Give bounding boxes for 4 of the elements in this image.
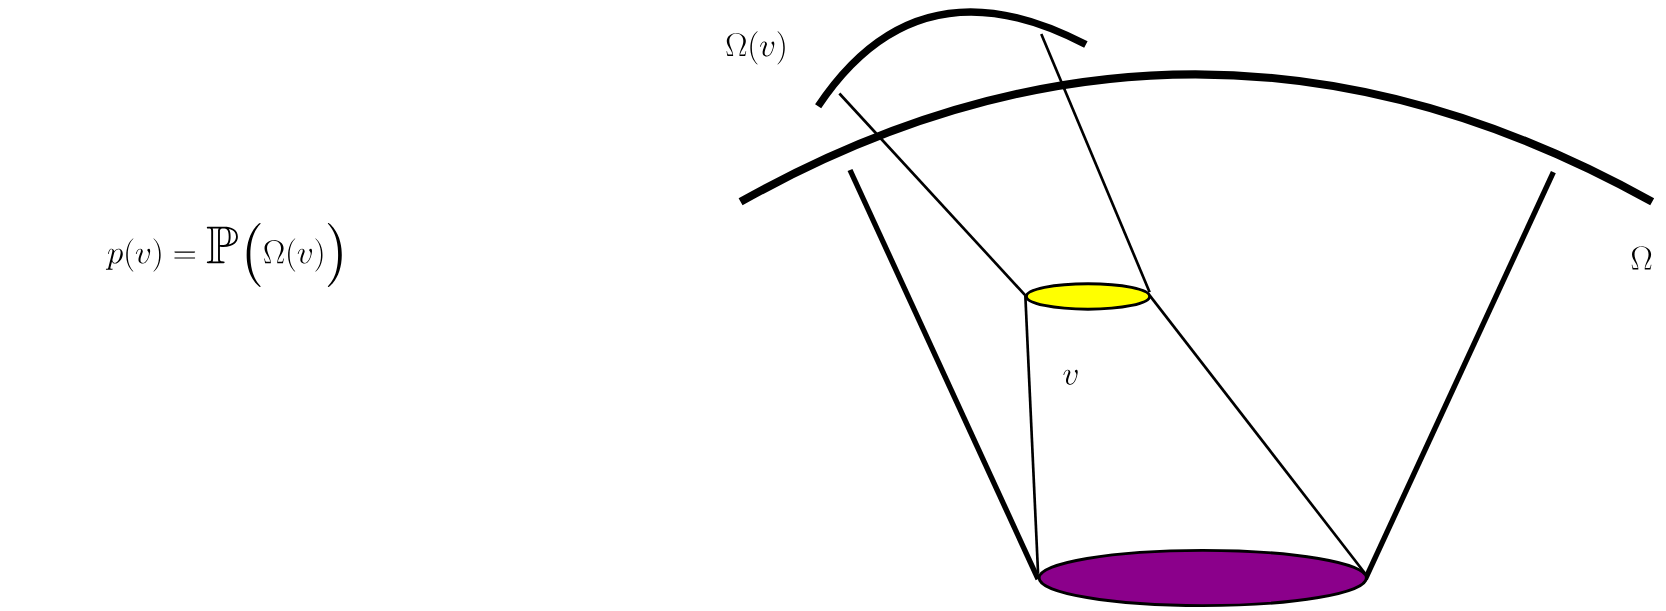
region-label: $\Omega(v)$	[726, 31, 785, 65]
vertex-label: $v$	[1063, 369, 1078, 385]
formula: $p(v) = \mathbb{P}\big(\Omega(v)\big)$	[105, 223, 342, 287]
region-label: $\Omega$	[1631, 246, 1652, 270]
